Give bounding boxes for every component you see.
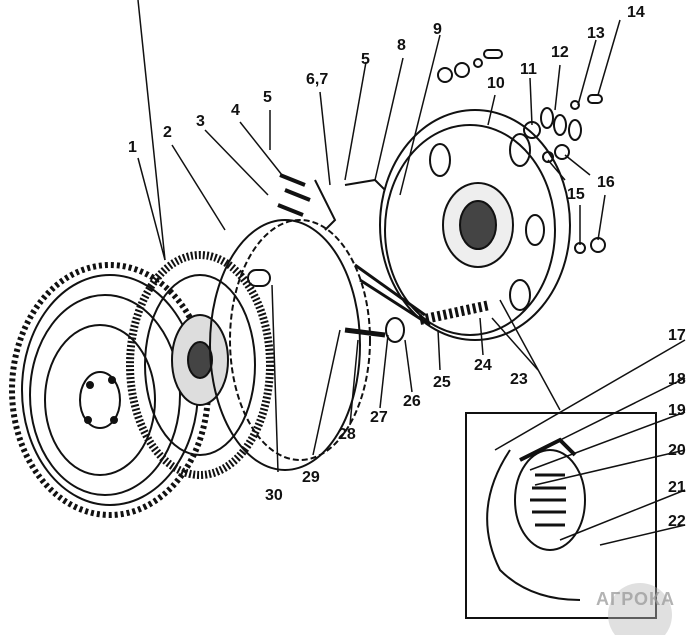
part-label-6-7: 6,7 [306,71,329,88]
part-label-17: 17 [668,327,686,344]
part-label-9: 9 [433,21,442,38]
part-label-1: 1 [128,139,137,156]
part-label-25: 25 [433,374,451,391]
part-label-21: 21 [668,479,686,496]
leader-lines [137,0,686,546]
part-label-12: 12 [551,44,569,61]
watermark-text: АГРОКА [596,589,675,609]
part-label-20: 20 [668,442,686,459]
part-label-19: 19 [668,402,686,419]
part-label-28: 28 [338,426,356,443]
watermark-logo [608,583,672,635]
part-label-5a: 5 [263,89,272,106]
part-label-26: 26 [403,393,421,410]
part-label-3: 3 [196,113,205,130]
part-label-15: 15 [567,186,585,203]
part-label-11: 11 [520,61,537,78]
part-label-10: 10 [487,75,505,92]
part-label-22: 22 [668,513,686,530]
clutch-cover [379,109,571,341]
part-label-27: 27 [370,409,388,426]
part-label-23: 23 [510,371,528,388]
part-label-30: 30 [265,487,283,504]
part-label-29: 29 [302,469,320,486]
part-label-16: 16 [597,174,615,191]
part-label-5b: 5 [361,51,370,68]
part-label-24: 24 [474,357,492,374]
part-label-4: 4 [231,102,240,119]
pressure-plate [209,219,371,471]
part-label-2: 2 [163,124,172,141]
part-label-14: 14 [627,4,645,21]
part-label-8: 8 [397,37,406,54]
part-label-13: 13 [587,25,605,42]
part-label-18: 18 [668,371,686,388]
